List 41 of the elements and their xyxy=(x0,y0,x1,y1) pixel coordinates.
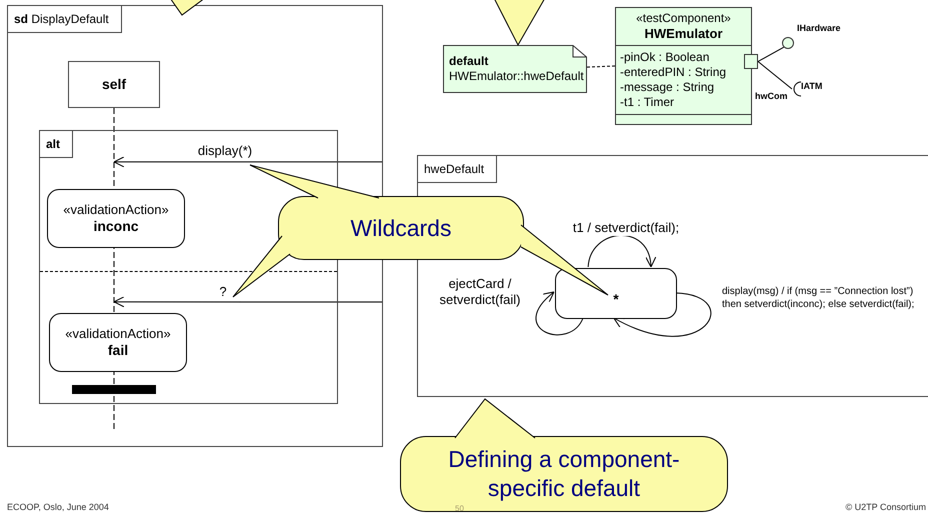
class-box xyxy=(615,7,752,125)
frame-title: sd DisplayDefault xyxy=(14,11,109,28)
lifeline-head xyxy=(68,61,160,108)
port xyxy=(744,54,758,69)
callout-text: Defining a component-specific default xyxy=(447,445,681,503)
state-box xyxy=(555,268,677,319)
interface-label: IHardware xyxy=(797,24,841,33)
frame-title: alt xyxy=(46,136,60,153)
frame-title: hweDefault xyxy=(424,161,484,178)
attribute: -pinOk : Boolean xyxy=(620,50,710,65)
footer-text: © U2TP Consortium xyxy=(846,500,926,514)
lifeline-name: self xyxy=(102,75,126,94)
action-box xyxy=(47,189,185,248)
state-name: * xyxy=(613,290,619,309)
interface-line xyxy=(758,61,792,90)
class-name: HWEmulator xyxy=(644,26,722,42)
transition-arrow xyxy=(588,235,656,268)
action-box xyxy=(49,313,187,372)
required-interface xyxy=(791,81,801,97)
action-name: fail xyxy=(108,342,128,360)
action-name: inconc xyxy=(93,218,139,236)
interface-line xyxy=(758,46,784,62)
message-arrow xyxy=(114,296,384,308)
stereotype: «validationAction» xyxy=(65,326,171,342)
stereotype: «testComponent» xyxy=(636,10,731,26)
provided-interface xyxy=(782,37,794,49)
page-number: 50 xyxy=(455,503,464,515)
transition-arrow xyxy=(613,292,712,337)
callout-text: Wildcards xyxy=(350,214,452,242)
interface-label: IATM xyxy=(801,82,822,91)
attribute: -enteredPIN : String xyxy=(620,65,728,80)
dashed-connector xyxy=(586,66,616,68)
note-text: default xyxy=(449,54,490,69)
attribute: -t1 : Timer xyxy=(620,95,676,110)
port-label: hwCom xyxy=(755,92,788,101)
transition-arrow xyxy=(536,292,584,336)
note xyxy=(443,45,587,93)
attribute: -message : String xyxy=(620,80,716,95)
stereotype: «validationAction» xyxy=(63,202,169,218)
footer-text: ECOOP, Oslo, June 2004 xyxy=(7,500,109,514)
message-arrow xyxy=(114,156,384,168)
